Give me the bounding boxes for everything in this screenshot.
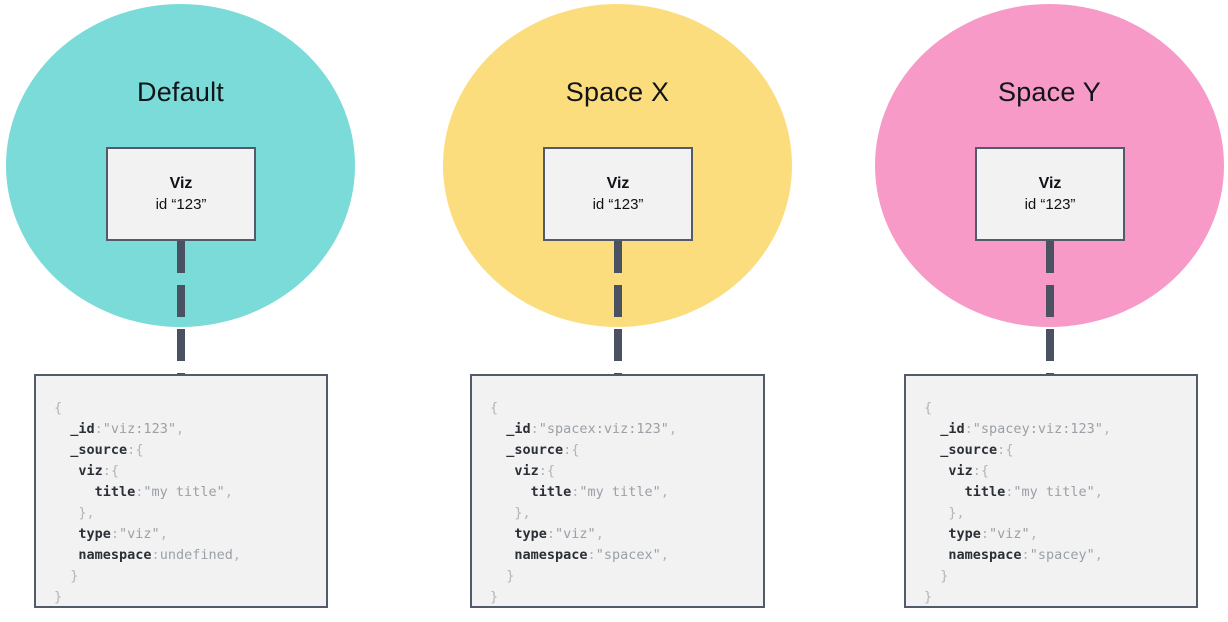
code-text-spacey: { _id:"spacey:viz:123", _source:{ viz:{ … [924,400,1111,605]
viz-node-id: id “123” [1024,195,1076,213]
connector-spacey [1046,241,1054,375]
viz-node-id: id “123” [155,195,207,213]
space-title-spacex: Space X [565,77,670,107]
code-text-default: { _id:"viz:123", _source:{ viz:{ title:"… [54,400,241,605]
viz-node-title: Viz [606,174,630,192]
code-text-spacex: { _id:"spacex:viz:123", _source:{ viz:{ … [490,400,677,605]
viz-node-title: Viz [169,174,193,192]
viz-node-title: Viz [1038,174,1062,192]
viz-node-spacex: Viz id “123” [543,147,693,241]
code-block-default: { _id:"viz:123", _source:{ viz:{ title:"… [34,374,328,608]
space-title-default: Default [137,77,224,107]
viz-node-spacey: Viz id “123” [975,147,1125,241]
viz-node-id: id “123” [592,195,644,213]
connector-spacex [614,241,622,375]
connector-default [177,241,185,375]
code-block-spacey: { _id:"spacey:viz:123", _source:{ viz:{ … [904,374,1198,608]
space-title-spacey: Space Y [998,77,1101,107]
code-block-spacex: { _id:"spacex:viz:123", _source:{ viz:{ … [470,374,765,608]
viz-node-default: Viz id “123” [106,147,256,241]
